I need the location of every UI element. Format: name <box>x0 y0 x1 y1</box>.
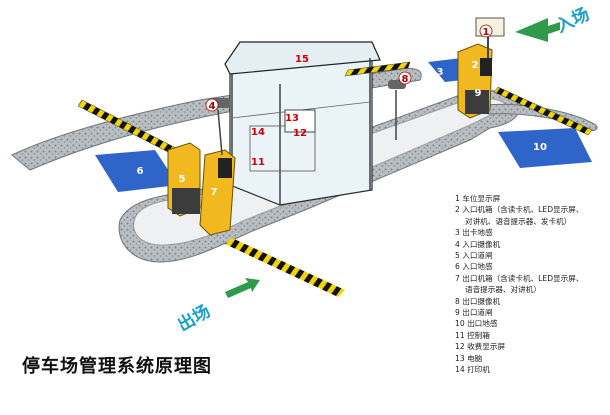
legend-item: 9 出口道闸 <box>455 308 493 318</box>
callout-8-label: 8 <box>402 74 409 85</box>
toll-booth <box>224 41 381 206</box>
legend-item: 11 控制箱 <box>455 330 490 340</box>
exit-barrier-arm <box>493 86 593 136</box>
callout-10: 10 <box>533 142 547 153</box>
callout-3: 3 <box>437 67 444 78</box>
diagram-title: 停车场管理系统原理图 <box>22 356 212 377</box>
legend-item: 10 出口地感 <box>455 319 498 329</box>
legend-item: 5 入口道闸 <box>455 251 493 261</box>
entrance-gate-5 <box>167 142 201 217</box>
legend-item: 2 入口机箱（含读卡机、LED显示屏、 <box>455 205 584 215</box>
callout-9: 9 <box>475 88 482 99</box>
callout-5: 5 <box>179 174 186 185</box>
legend-item: 14 打印机 <box>455 365 490 375</box>
callout-7: 7 <box>211 187 218 198</box>
callout-10-loop <box>498 128 592 168</box>
legend-item: 8 出口摄像机 <box>455 296 501 306</box>
exit-arrow <box>225 278 260 298</box>
callout-15: 15 <box>295 54 309 65</box>
legend-item: 7 出口机箱（含读卡机、LED显示屏、 <box>455 273 584 283</box>
entrance-arrow <box>515 18 560 42</box>
legend-item: 语音提示器、对讲机） <box>465 285 541 295</box>
legend-item: 1 车位显示屏 <box>455 194 501 203</box>
callout-2: 2 <box>472 60 479 71</box>
callout-4-label: 4 <box>209 101 216 112</box>
legend-item: 3 出卡地感 <box>455 228 493 238</box>
callout-6: 6 <box>137 166 144 177</box>
callout-11: 11 <box>251 157 265 168</box>
legend-item: 6 入口地感 <box>455 262 493 272</box>
legend-item: 4 入口摄像机 <box>455 239 501 249</box>
callout-9-arm <box>344 61 411 77</box>
legend-item: 对讲机、语音提示器、发卡机） <box>465 216 572 226</box>
callout-4 <box>205 98 219 112</box>
exit-machine-7 <box>199 149 236 236</box>
callout-1 <box>479 24 493 38</box>
callout-13: 13 <box>285 113 299 124</box>
legend-item: 13 电脑 <box>455 353 483 363</box>
callout-8 <box>398 71 412 85</box>
callout-12: 12 <box>293 128 307 139</box>
component-legend: 1 车位显示屏 2 入口机箱（含读卡机、LED显示屏、 对讲机、语音提示器、发卡… <box>455 193 605 376</box>
callout-6-loop <box>95 150 178 192</box>
exit-ground-stripe <box>225 238 345 297</box>
entrance-machine-2 <box>457 43 493 119</box>
callout-14: 14 <box>251 127 265 138</box>
callout-1-label: 1 <box>483 27 490 38</box>
legend-item: 12 收费显示屏 <box>455 342 506 352</box>
